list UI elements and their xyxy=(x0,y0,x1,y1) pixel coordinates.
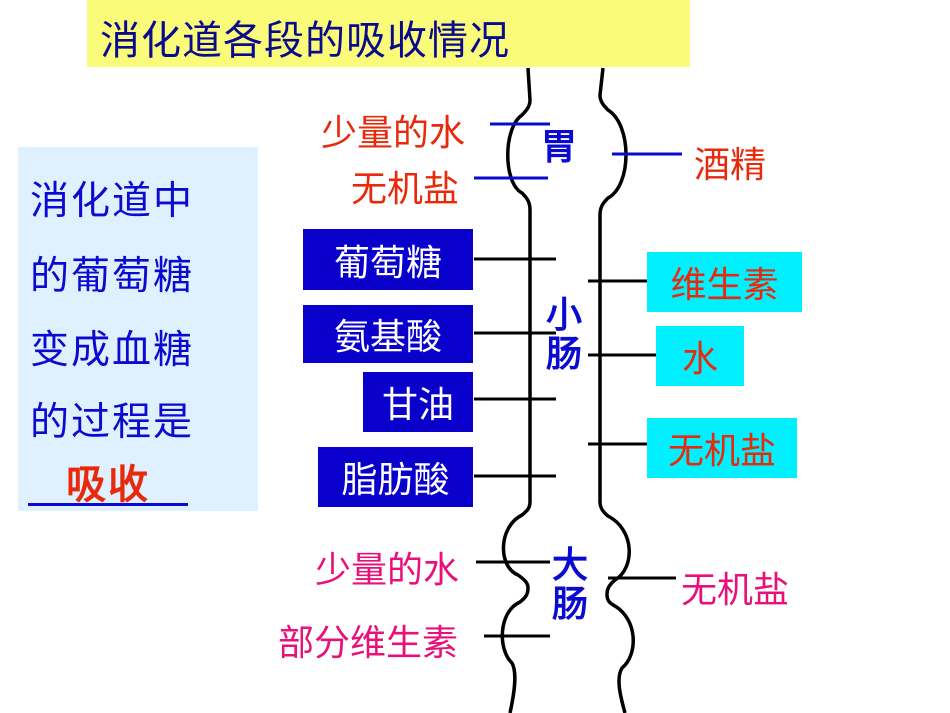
question-line-1: 消化道中 xyxy=(30,179,195,224)
small-intestine-left-box-1: 葡萄糖 xyxy=(303,229,473,290)
large-intestine-left-label-2: 部分维生素 xyxy=(278,623,459,664)
small-intestine-pointer-lines xyxy=(474,257,658,478)
tract-outline xyxy=(500,67,635,713)
stomach-right-label-1: 酒精 xyxy=(694,145,767,186)
small-intestine-left-box-4: 脂肪酸 xyxy=(318,447,473,507)
large-intestine-label: 大 肠 xyxy=(552,545,589,625)
stomach-label: 胃 xyxy=(541,127,578,168)
question-line-4: 的过程是 xyxy=(30,400,195,445)
small-intestine-left-box-2: 氨基酸 xyxy=(303,305,473,363)
question-line-2: 的葡萄糖 xyxy=(30,254,195,299)
question-box xyxy=(18,147,258,511)
title-bar xyxy=(87,0,690,67)
stomach-left-label-1: 少量的水 xyxy=(321,113,466,154)
answer-blank xyxy=(28,503,188,506)
large-intestine-right-label-1: 无机盐 xyxy=(681,570,790,611)
small-intestine-right-box-1: 维生素 xyxy=(647,252,802,312)
large-intestine-left-label-1: 少量的水 xyxy=(315,550,460,591)
page-title: 消化道各段的吸收情况 xyxy=(100,18,510,64)
small-intestine-left-box-3: 甘油 xyxy=(363,372,473,432)
large-intestine-pointer-lines xyxy=(476,560,676,638)
small-intestine-right-box-3: 无机盐 xyxy=(647,418,797,478)
small-intestine-label: 小 肠 xyxy=(546,295,583,375)
small-intestine-right-box-2: 水 xyxy=(656,326,744,386)
answer-text: 吸收 xyxy=(66,462,150,508)
stomach-left-label-2: 无机盐 xyxy=(351,169,460,210)
stomach-pointer-lines xyxy=(474,122,682,180)
question-line-3: 变成血糖 xyxy=(30,328,195,373)
